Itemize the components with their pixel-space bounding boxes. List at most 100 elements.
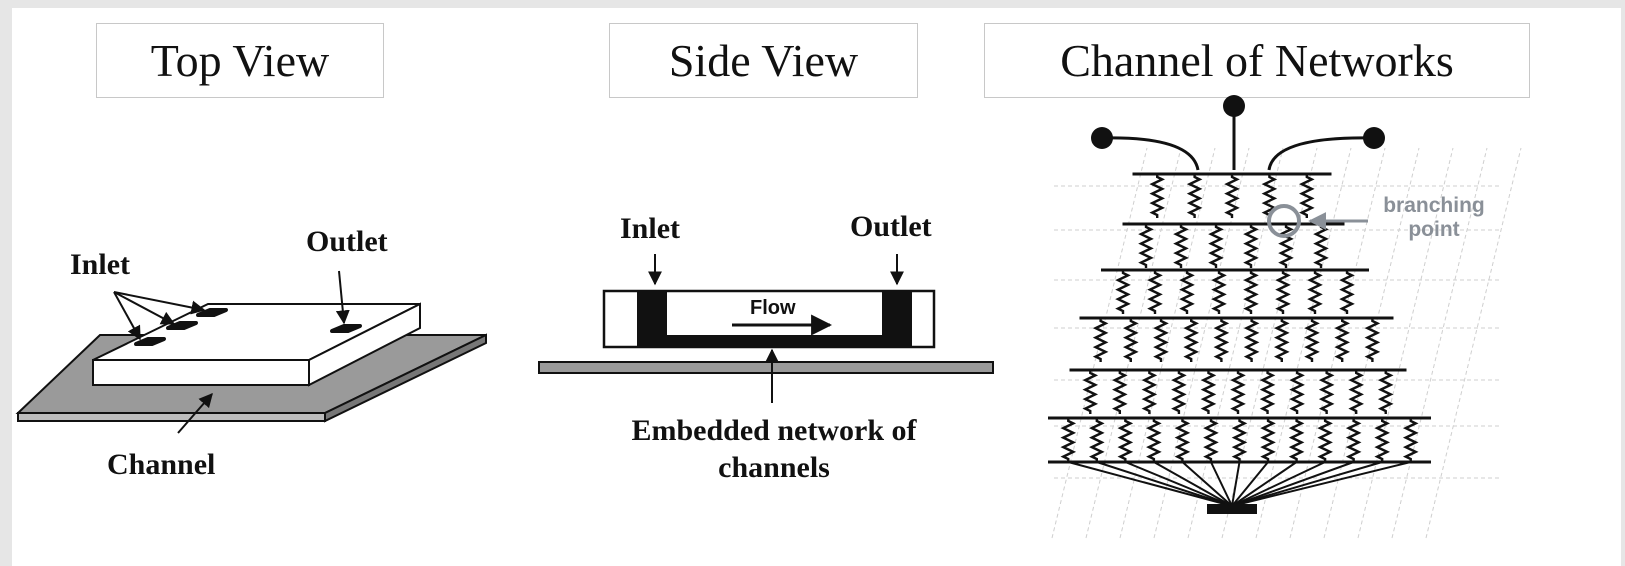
fan-line	[1181, 461, 1233, 507]
zigzag-channel	[1275, 270, 1291, 314]
zigzag-channel	[1179, 270, 1195, 314]
inlet-leader-arrows	[113, 291, 206, 341]
figure-page: Top View Side View Channel of Networks	[12, 8, 1621, 566]
zigzag-channel	[1092, 318, 1109, 362]
zigzag-channel	[1348, 370, 1364, 414]
fan-line	[1153, 461, 1233, 507]
fan-line	[1231, 461, 1354, 507]
top-outlet-label: Outlet	[306, 225, 388, 258]
network-drawing: branching point	[1048, 95, 1522, 539]
port-left	[1091, 127, 1113, 149]
grid-line	[1085, 147, 1182, 539]
zigzag-channel	[1203, 418, 1219, 462]
fan-line	[1068, 461, 1233, 507]
grid-line	[1391, 147, 1488, 539]
flow-label: Flow	[750, 297, 796, 319]
zigzag-channel	[1304, 318, 1320, 362]
diagram-canvas: Inlet Outlet Channel Flow Inlet Outlet E…	[15, 95, 1522, 539]
embedded-label-line1: Embedded network of	[631, 414, 917, 447]
zigzag-channel	[1115, 270, 1131, 314]
zigzag-channel	[1313, 224, 1329, 268]
zigzag-channel	[1146, 418, 1162, 462]
zigzag-channel	[1364, 318, 1381, 362]
fan-line	[1231, 461, 1269, 507]
top-inlet-label: Inlet	[70, 248, 130, 281]
zigzag-channel	[1299, 174, 1315, 218]
grid-line	[1255, 147, 1352, 539]
fan-line	[1231, 461, 1411, 507]
zigzag-channel	[1147, 270, 1163, 314]
grid-line	[1323, 147, 1420, 539]
zigzag-channel	[1260, 418, 1276, 462]
zigzag-channel	[1200, 370, 1217, 414]
zigzag-channel	[1318, 370, 1335, 414]
fan-line	[1231, 461, 1298, 507]
zigzag-channel	[1345, 418, 1362, 462]
side-inlet-label: Inlet	[620, 212, 680, 245]
grid-line	[1153, 147, 1250, 539]
zigzag-channel	[1211, 270, 1227, 314]
side-substrate	[538, 361, 994, 374]
inlet-ports	[134, 308, 228, 346]
zigzag-channel	[1089, 418, 1105, 462]
zigzag-channel	[1138, 224, 1154, 268]
zigzag-channel	[1208, 224, 1224, 268]
side-view-drawing: Flow Inlet Outlet Embedded network of ch…	[538, 210, 994, 484]
zigzag-channel	[1307, 270, 1323, 314]
side-embedded-channel	[637, 335, 912, 347]
channel-arrow	[177, 392, 213, 434]
channel-network	[1048, 172, 1431, 464]
grid-line	[1289, 147, 1386, 539]
zigzag-channel	[1117, 418, 1134, 462]
background-grid	[1051, 147, 1522, 539]
grid-line	[1119, 147, 1216, 539]
top-channel-label: Channel	[107, 448, 215, 481]
branching-label-line1: branching	[1383, 194, 1485, 217]
fan-line	[1096, 461, 1233, 507]
zigzag-channel	[1082, 370, 1099, 414]
zigzag-channel	[1243, 224, 1259, 268]
zigzag-channel	[1123, 318, 1139, 362]
zigzag-channel	[1173, 224, 1189, 268]
zigzag-channel	[1339, 270, 1355, 314]
zigzag-channel	[1377, 370, 1394, 414]
zigzag-channel	[1213, 318, 1230, 362]
zigzag-channel	[1224, 174, 1240, 218]
zigzag-channel	[1289, 370, 1305, 414]
fan-line	[1231, 461, 1241, 507]
zigzag-channel	[1183, 318, 1199, 362]
zigzag-channel	[1317, 418, 1333, 462]
fan-line	[1231, 461, 1383, 507]
zigzag-channel	[1274, 318, 1290, 362]
port-top	[1223, 95, 1245, 117]
zigzag-channel	[1402, 418, 1419, 462]
fan-line	[1231, 461, 1326, 507]
zigzag-channel	[1174, 418, 1191, 462]
zigzag-channel	[1288, 418, 1305, 462]
zigzag-channel	[1261, 174, 1278, 218]
side-view-title: Side View	[609, 23, 918, 98]
branching-label-line2: point	[1408, 218, 1459, 241]
zigzag-channel	[1153, 318, 1169, 362]
zigzag-channel	[1060, 418, 1077, 462]
zigzag-channel	[1334, 318, 1350, 362]
network-outlet-port	[1207, 504, 1257, 514]
fan-line	[1210, 461, 1233, 507]
zigzag-channel	[1149, 174, 1165, 218]
outlet-fan-lines	[1068, 461, 1411, 507]
zigzag-channel	[1231, 418, 1248, 462]
outlet-arrow	[335, 270, 350, 325]
zigzag-channel	[1374, 418, 1390, 462]
port-leads	[1101, 108, 1375, 171]
zigzag-channel	[1243, 270, 1259, 314]
zigzag-channel	[1171, 370, 1187, 414]
side-outlet-label: Outlet	[850, 210, 932, 243]
grid-line	[1187, 147, 1284, 539]
outlet-port	[330, 324, 362, 333]
top-view-drawing: Inlet Outlet Channel	[15, 225, 487, 481]
zigzag-channel	[1278, 224, 1294, 268]
zigzag-channel	[1243, 318, 1260, 362]
zigzag-channel	[1186, 174, 1203, 218]
zigzag-channel	[1259, 370, 1276, 414]
branching-point-marker	[1267, 204, 1301, 238]
